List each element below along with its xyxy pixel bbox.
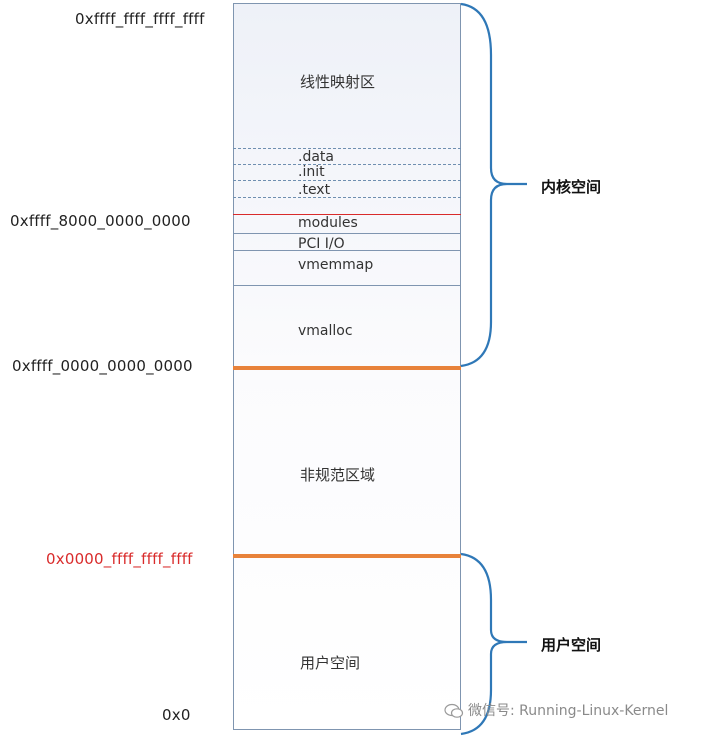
data-top-line bbox=[233, 148, 461, 149]
kernel-space-brace bbox=[460, 2, 527, 368]
user-space-label: 用户空间 bbox=[541, 636, 602, 654]
region-modules: modules bbox=[298, 215, 358, 231]
region-user-space: 用户空间 bbox=[300, 654, 361, 672]
init-top-line bbox=[233, 164, 461, 165]
text-top-line bbox=[233, 180, 461, 181]
text-bottom-line bbox=[233, 197, 461, 198]
region-vmemmap: vmemmap bbox=[298, 257, 374, 273]
vmalloc-top-line bbox=[233, 285, 461, 286]
address-kernel-image-base: 0xffff_8000_0000_0000 bbox=[10, 212, 191, 230]
address-top: 0xffff_ffff_ffff_ffff bbox=[75, 10, 205, 28]
region-init: .init bbox=[298, 164, 325, 180]
kernel-base-boundary bbox=[233, 366, 461, 370]
watermark: 微信号: Running-Linux-Kernel bbox=[444, 700, 668, 720]
kernel-space-label: 内核空间 bbox=[541, 178, 602, 196]
user-top-boundary bbox=[233, 554, 461, 558]
region-text: .text bbox=[298, 182, 331, 198]
address-zero: 0x0 bbox=[162, 706, 191, 724]
pci-io-top-line bbox=[233, 233, 461, 234]
region-pci-io: PCI I/O bbox=[298, 236, 345, 252]
modules-top-line bbox=[233, 214, 461, 215]
vmemmap-top-line bbox=[233, 250, 461, 251]
user-space-brace bbox=[460, 552, 527, 736]
wechat-icon bbox=[444, 703, 464, 718]
watermark-text: 微信号: Running-Linux-Kernel bbox=[468, 703, 669, 719]
region-noncanonical: 非规范区域 bbox=[300, 466, 376, 484]
region-vmalloc: vmalloc bbox=[298, 323, 353, 339]
address-user-top: 0x0000_ffff_ffff_ffff bbox=[46, 550, 193, 568]
region-data: .data bbox=[298, 149, 334, 165]
region-linear-map: 线性映射区 bbox=[300, 73, 376, 91]
address-kernel-base: 0xffff_0000_0000_0000 bbox=[12, 357, 193, 375]
